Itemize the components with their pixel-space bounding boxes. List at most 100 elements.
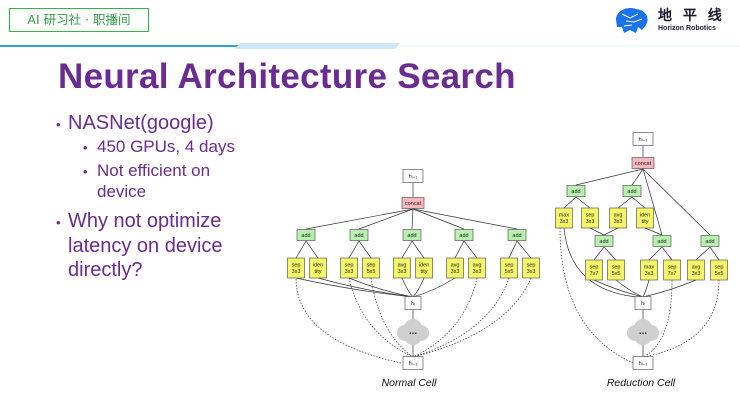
reduction-cell-label: Reduction Cell [607,377,676,389]
reduction-cell-add-node-text: add [705,239,714,245]
normal-cell-op-node-text: 3x3 [345,269,354,275]
normal-cell-input-hi-text: hᵢ [411,301,415,307]
reduction-cell-op-node-text: max [644,265,655,271]
reduction-cell-output-node-text: hᵢ₊₁ [639,137,648,143]
reduction-cell-add-node: add [566,185,586,197]
normal-cell-op-node-text: avg [451,263,460,269]
bullet-why-line1: Why not optimize [68,210,222,232]
bullet-dot: • [56,117,61,132]
reduction-cell-add-node-text: add [657,239,666,245]
reduction-cell-op-node-text: sep [590,265,599,271]
normal-cell-op-node-text: 3x3 [473,269,482,275]
normal-cell-input-hprev: hᵢ₋₁ [402,356,424,370]
reduction-cell-input-hi-text: hᵢ [641,301,645,307]
normal-cell-op-node-text: 3x3 [527,269,536,275]
reduction-cell-input-hprev-text: hᵢ₋₁ [639,361,648,367]
normal-cell-op-node-text: iden [419,263,429,269]
reduction-cell-op-node-text: sep [715,265,724,271]
reduction-cell-op-node-text: iden [640,213,650,219]
reduction-cell-op-node-text: 3x3 [645,271,654,277]
reduction-cell-add-node: add [652,235,672,247]
normal-cell-add-node-text: add [354,233,363,239]
reduction-cell-op-node-text: avg [614,213,623,219]
reduction-cell-add-node-text: add [627,189,636,195]
normal-cell-op-node-text: 3x3 [292,269,301,275]
reduction-cell-add-node-text: add [599,239,608,245]
reduction-cell-output-node: hᵢ₊₁ [632,132,654,146]
normal-cell-op-node-text: 3x3 [451,269,460,275]
reduction-cell-concat-node: concat [631,157,655,169]
normal-cell-op-node-text: sep [505,263,514,269]
brain-logo-icon [616,8,648,33]
reduction-cell-add-node-text: add [571,189,580,195]
normal-cell-op-node-text: iden [313,263,323,269]
reduction-cell-op-node-text: sep [668,265,677,271]
normal-cell-concat-node: concat [401,197,425,209]
reduction-cell-op-node-text: max [559,213,570,219]
reduction-cell-op-node-text: 3x3 [692,271,701,277]
normal-cell-output-node-text: hᵢ₊₁ [409,174,418,180]
normal-cell-add-node: add [402,229,422,241]
reduction-cell-op-node-text: 7x7 [590,271,599,277]
reduction-cell-op-node-text: sep [612,265,621,271]
reduction-cell-cloud: ... [627,319,659,345]
normal-cell-add-node: add [349,229,369,241]
bullet-why-line2: latency on device [68,235,223,257]
normal-cell-label: Normal Cell [382,377,438,389]
svg-text:...: ... [639,326,648,337]
reduction-cell-add-node: add [594,235,614,247]
reduction-cell-input-hi: hᵢ [634,296,652,310]
normal-cell-op-node-text: sep [367,263,376,269]
normal-cell-input-hprev-text: hᵢ₋₁ [409,361,418,367]
normal-cell-op-node-text: avg [473,263,482,269]
header-tag: AI 研习社 · 职播间 [9,8,149,32]
normal-cell-op-node-text: tity [420,269,427,275]
logo-chinese-text: 地 平 线 [658,8,725,24]
reduction-cell-input-hprev: hᵢ₋₁ [632,356,654,370]
reduction-cell-op-node-text: 3x3 [614,219,623,225]
normal-cell-op-node-text: avg [398,263,407,269]
reduction-cell-op-node-text: tity [641,219,648,225]
reduction-cell-op-node-text: sep [586,213,595,219]
normal-cell-op-node-text: 3x3 [398,269,407,275]
reduction-cell-add-node: add [700,235,720,247]
normal-cell-output-node: hᵢ₊₁ [402,169,424,183]
svg-text:...: ... [409,326,418,337]
normal-cell-op-node-text: 5x5 [367,269,376,275]
normal-cell-op-node-text: sep [527,263,536,269]
normal-cell-add-node: add [296,229,316,241]
slide-title: Neural Architecture Search [58,57,516,96]
bullet-not-efficient-line2: device [97,182,147,201]
normal-cell-op-node-text: tity [314,269,321,275]
bullet-nasnet: NASNet(google) [68,112,214,134]
normal-cell-input-hi: hᵢ [404,296,422,310]
reduction-cell-concat-node-text: concat [635,161,652,167]
normal-cell-concat-node-text: concat [405,201,422,207]
logo-english-text: Horizon Robotics [658,25,716,32]
normal-cell-add-node: add [507,229,527,241]
bullet-not-efficient-line1: Not efficient on [97,161,211,180]
normal-cell-add-node-text: add [459,233,468,239]
reduction-cell-add-node: add [622,185,642,197]
normal-cell-op-node-text: 5x5 [505,269,514,275]
normal-cell-op-node-text: sep [345,263,354,269]
bullet-dot: • [56,215,61,230]
reduction-cell-op-node-text: 3x3 [560,219,569,225]
horizon-logo: 地 平 线 Horizon Robotics [612,6,732,38]
bullet-why-line3: directly? [68,259,143,281]
